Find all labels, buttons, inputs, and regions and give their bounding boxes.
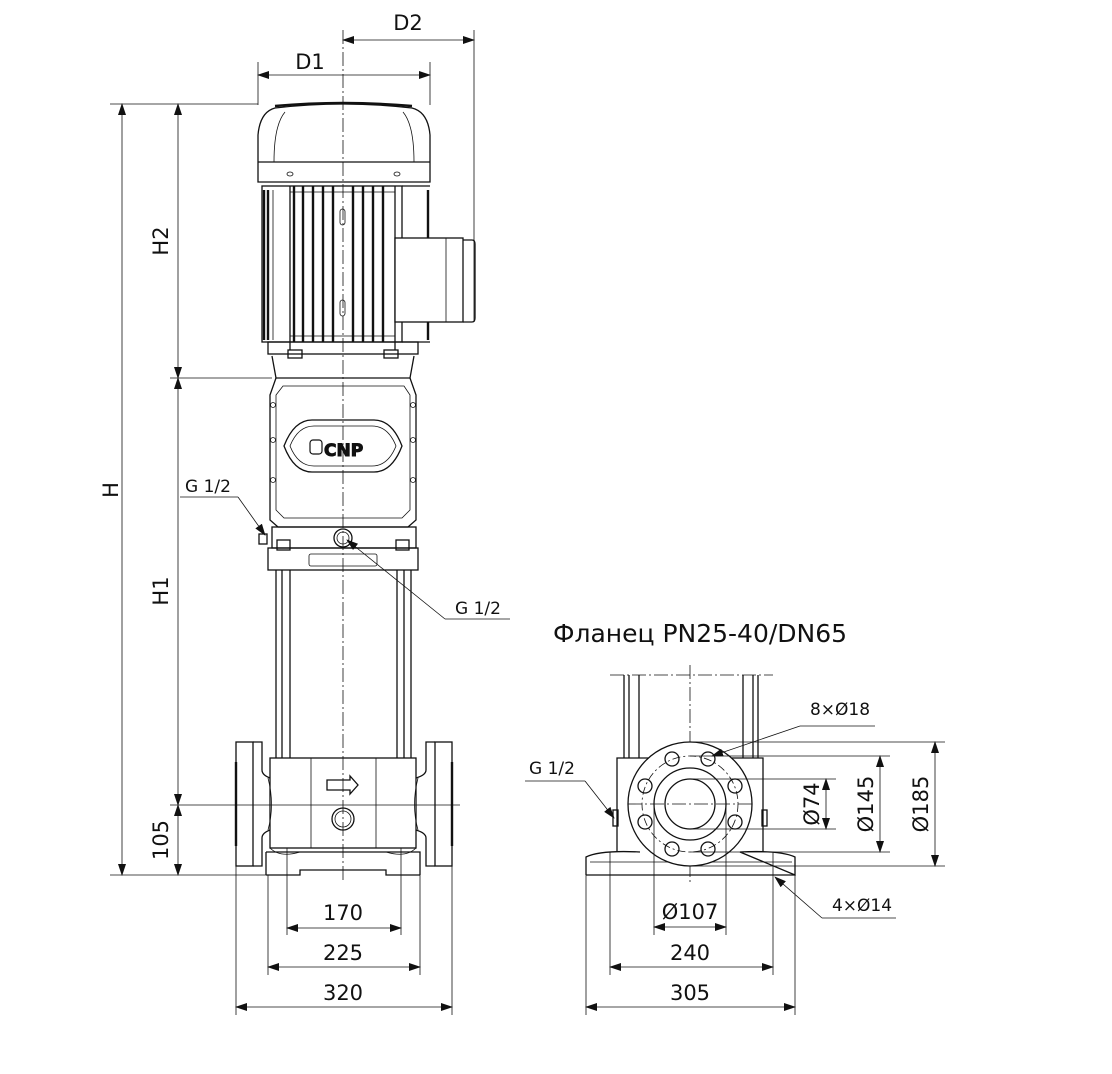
outlet-flange xyxy=(414,741,454,867)
dim-d74-label: Ø74 xyxy=(800,782,824,825)
dim-320-label: 320 xyxy=(323,981,363,1005)
dim-h2-label: H2 xyxy=(149,226,173,255)
pump-front-view: CNP xyxy=(234,30,476,880)
pump-sleeve xyxy=(275,570,412,758)
flange-face xyxy=(627,741,753,867)
dim-d1-label: D1 xyxy=(295,50,325,74)
dim-170-label: 170 xyxy=(323,901,363,925)
callout-g-left: G 1/2 xyxy=(185,477,231,497)
callout-foot-holes: 4×Ø14 xyxy=(832,896,892,916)
pump-base-chamber xyxy=(269,757,417,849)
flow-arrow-icon xyxy=(326,774,359,796)
dim-225-label: 225 xyxy=(323,941,363,965)
dim-d185-label: Ø185 xyxy=(909,776,933,833)
flange-title: Фланец PN25-40/DN65 xyxy=(553,619,847,648)
dim-h1-label: H1 xyxy=(149,576,173,605)
front-dimensions: H H2 H1 105 D1 D2 170 225 320 G 1/2 G 1/… xyxy=(99,11,510,1015)
terminal-box xyxy=(394,237,476,323)
dim-d2-label: D2 xyxy=(393,11,423,35)
callout-bolt-holes: 8×Ø18 xyxy=(810,700,870,720)
dim-d145-label: Ø145 xyxy=(854,776,878,833)
dim-105-label: 105 xyxy=(149,820,173,860)
pump-side-view xyxy=(585,665,796,885)
cnp-logo: CNP xyxy=(309,439,364,462)
dim-d107-label: Ø107 xyxy=(662,900,719,924)
fan-cover xyxy=(257,103,431,183)
inlet-flange xyxy=(234,741,272,867)
side-dimensions: Ø185 Ø145 Ø74 Ø107 240 305 8×Ø18 G 1/2 4… xyxy=(525,700,945,1015)
svg-text:CNP: CNP xyxy=(324,441,363,461)
callout-g-mid: G 1/2 xyxy=(455,599,501,619)
logo-plate xyxy=(283,419,403,473)
dim-305-label: 305 xyxy=(670,981,710,1005)
callout-g-right: G 1/2 xyxy=(529,759,575,779)
dim-240-label: 240 xyxy=(670,941,710,965)
dim-h-label: H xyxy=(99,482,123,498)
cooling-fins xyxy=(289,186,396,350)
